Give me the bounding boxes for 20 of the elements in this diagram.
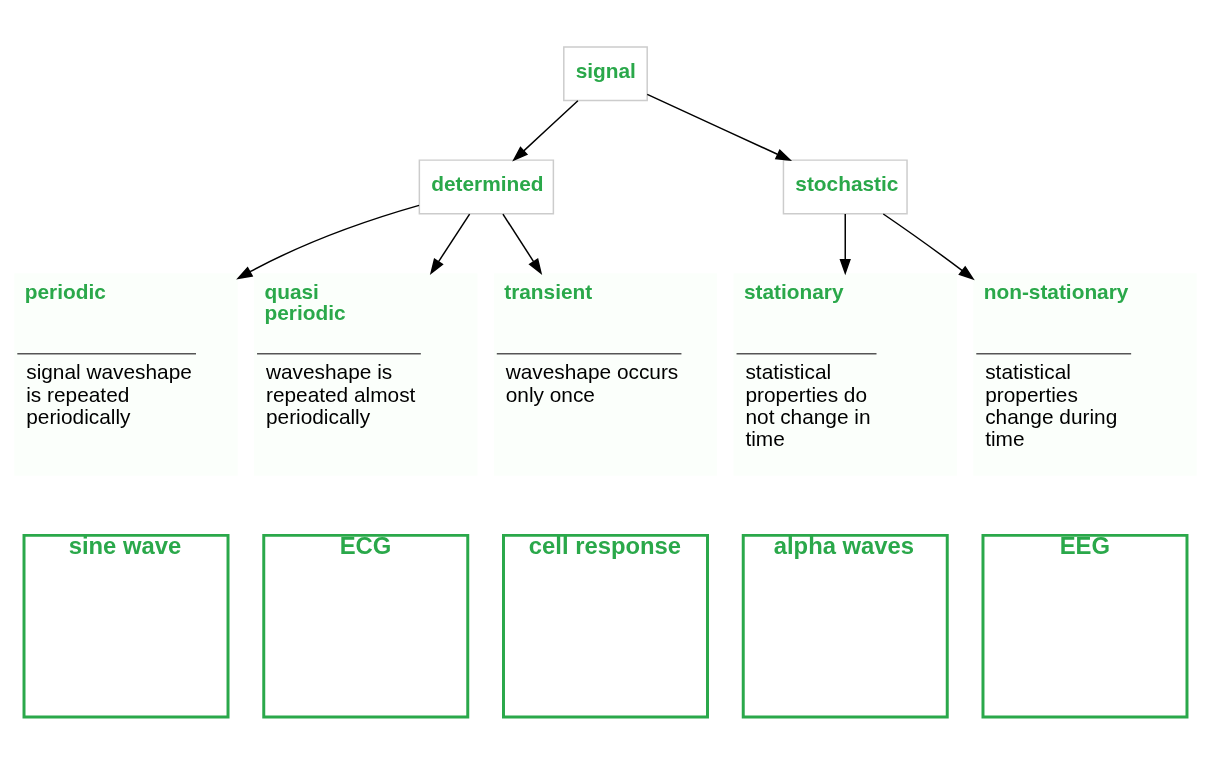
node-text: quasi periodic waveshape is repeated almost periodically bbox=[264, 279, 416, 428]
arrow bbox=[512, 100, 579, 162]
node-text: non-stationary statistical properties change during time bbox=[983, 279, 1129, 451]
node-box: ECG bbox=[262, 533, 470, 719]
node-box: signal bbox=[563, 46, 648, 102]
arrow bbox=[429, 213, 471, 275]
node-box: determined bbox=[418, 159, 555, 215]
node-box: sine wave bbox=[22, 533, 230, 719]
node-box: stochastic bbox=[782, 159, 908, 215]
node-text: transient waveshape occurs only once bbox=[504, 279, 679, 406]
arrow bbox=[502, 213, 543, 275]
node-box: EEG bbox=[981, 533, 1189, 719]
arrow bbox=[646, 93, 793, 161]
node-text: stationary statistical properties do not change in time bbox=[743, 279, 871, 451]
node-box: alpha waves bbox=[741, 533, 949, 719]
arrow bbox=[236, 204, 420, 280]
arrow bbox=[839, 213, 851, 276]
arrow bbox=[882, 213, 975, 281]
node-text: periodic signal waveshape is repeated periodically bbox=[24, 279, 192, 428]
node-box: cell response bbox=[502, 533, 709, 719]
